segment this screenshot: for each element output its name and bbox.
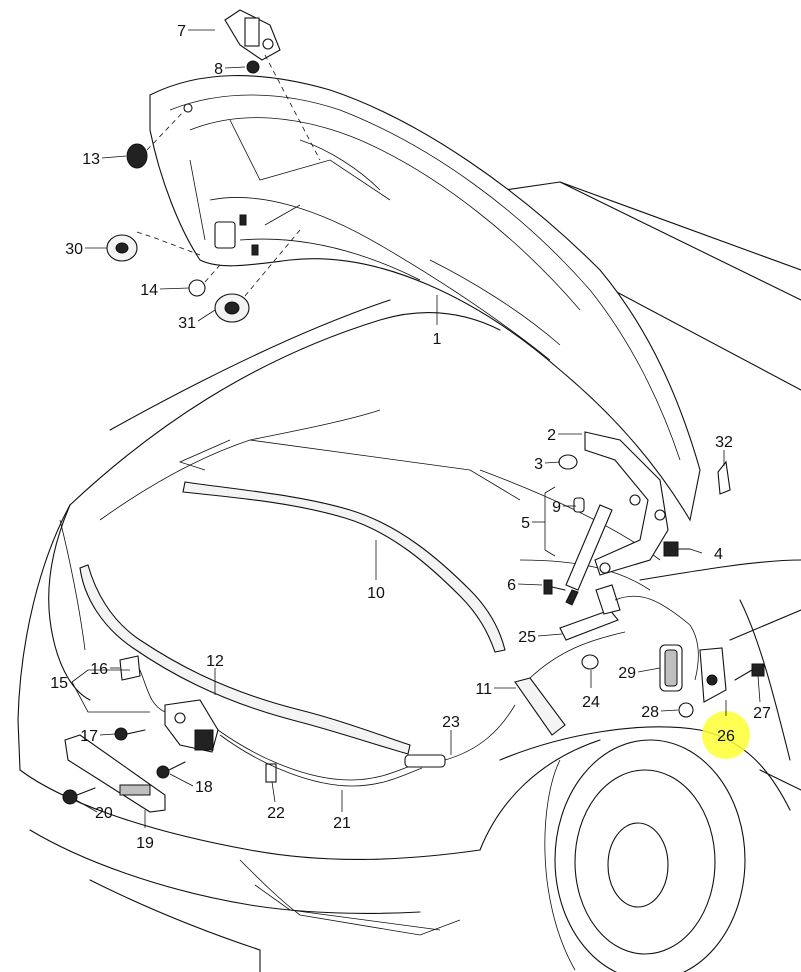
callout-25: 25 [518, 629, 536, 646]
hood-seal [79, 481, 506, 755]
callout-7: 7 [177, 23, 186, 40]
callout-1: 1 [433, 331, 442, 348]
plug-28 [678, 702, 694, 718]
callout-16: 16 [90, 661, 108, 678]
grommet-30 [106, 231, 201, 262]
cable-sleeve-11 [514, 631, 626, 736]
callout-28: 28 [641, 704, 659, 721]
trim-32 [717, 460, 731, 495]
callout-26: 26 [717, 728, 735, 745]
clip-3 [558, 454, 578, 470]
callout-27: 27 [753, 705, 771, 722]
callout-17: 17 [80, 728, 98, 745]
callout-24: 24 [582, 694, 600, 711]
lock-carrier-19 [64, 734, 166, 813]
bolt-17 [114, 727, 146, 741]
callout-14: 14 [140, 282, 158, 299]
bolt-27 [734, 663, 765, 681]
callout-10: 10 [367, 585, 385, 602]
clip-14 [188, 264, 221, 297]
bolt-18 [156, 761, 186, 779]
bolt-6 [543, 579, 566, 595]
highlight-26 [702, 711, 750, 759]
bump-stop-13 [126, 103, 193, 169]
callout-13: 13 [82, 151, 100, 168]
callout-15: 15 [50, 675, 68, 692]
latch-bracket-26 [699, 647, 727, 703]
grommet-31 [214, 229, 301, 323]
callout-22: 22 [267, 805, 285, 822]
callout-30: 30 [65, 241, 83, 258]
leader-lines [71, 29, 761, 828]
nut-8 [246, 60, 260, 74]
bolt-20 [62, 787, 96, 805]
clip-16 [119, 655, 166, 713]
callout-4: 4 [714, 546, 723, 563]
callout-21: 21 [333, 815, 351, 832]
callout-20: 20 [95, 805, 113, 822]
cable-guide-25 [559, 584, 699, 681]
callout-3: 3 [534, 456, 543, 473]
callout-23: 23 [442, 714, 460, 731]
callout-19: 19 [136, 835, 154, 852]
gas-strut [565, 497, 613, 606]
callout-5: 5 [521, 515, 530, 532]
callout-11: 11 [475, 681, 492, 698]
car-body-outline [17, 181, 801, 972]
release-lever-29 [659, 644, 683, 692]
callout-12: 12 [206, 653, 224, 670]
bolt-4 [663, 541, 691, 557]
callout-2: 2 [547, 427, 556, 444]
release-cable-21 [217, 704, 516, 787]
hood-hinge [584, 431, 669, 576]
latch-assembly [164, 699, 219, 753]
callout-9: 9 [552, 499, 561, 516]
hood-panel [149, 75, 701, 522]
callout-labels: 7 8 13 30 14 31 1 2 3 32 9 5 4 10 6 25 1… [50, 23, 771, 852]
callout-18: 18 [195, 779, 213, 796]
callout-32: 32 [715, 434, 733, 451]
callout-6: 6 [507, 577, 516, 594]
clip-22 [265, 763, 277, 783]
callout-29: 29 [618, 665, 636, 682]
hood-latch-bracket [224, 9, 321, 161]
clip-24 [581, 654, 599, 670]
callout-8: 8 [214, 61, 223, 78]
callout-31: 31 [178, 315, 196, 332]
